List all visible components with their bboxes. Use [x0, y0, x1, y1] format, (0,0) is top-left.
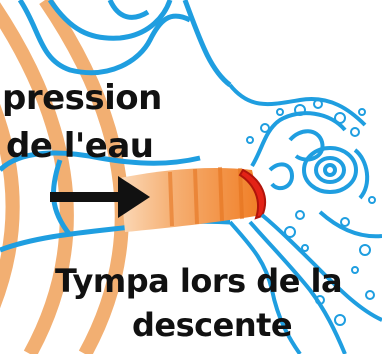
- pressure-waves: [0, 0, 122, 354]
- caption-line-1: Tympa lors de la: [55, 262, 342, 300]
- label-water: de l'eau: [6, 126, 154, 166]
- caption-line-2: descente: [132, 306, 292, 344]
- label-pressure: pression: [2, 78, 162, 118]
